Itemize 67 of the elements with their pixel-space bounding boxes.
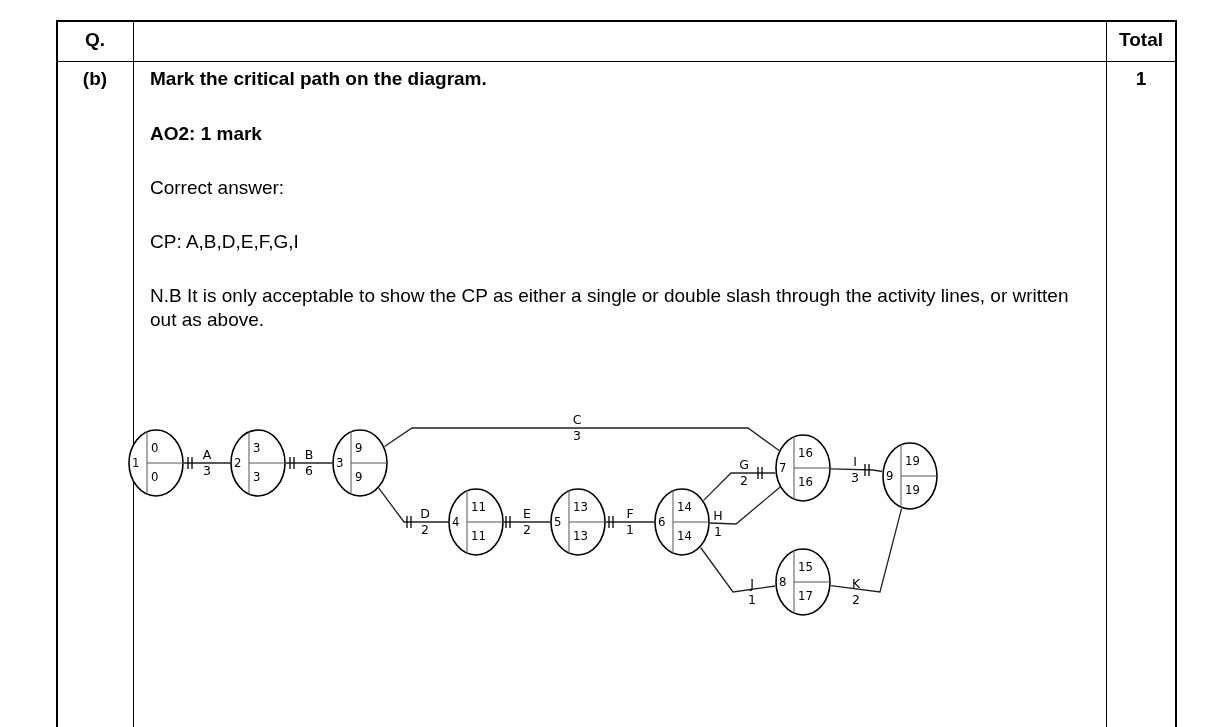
activity-label: I 3 — [851, 454, 859, 486]
activity-label: E 2 — [523, 506, 531, 538]
activity-line — [699, 546, 776, 593]
event-number: 9 — [886, 468, 894, 483]
latest-time: 17 — [798, 588, 813, 603]
event-node — [654, 488, 710, 556]
event-number: 2 — [234, 455, 242, 470]
event-node — [448, 488, 504, 556]
latest-time: 9 — [355, 469, 363, 484]
event-number: 7 — [779, 460, 787, 475]
activity-line — [605, 521, 655, 523]
event-number: 5 — [554, 514, 562, 529]
event-node — [128, 429, 184, 497]
question-text: Mark the critical path on the diagram. — [150, 67, 487, 91]
activity-label: K 2 — [851, 576, 861, 608]
latest-time: 13 — [573, 528, 588, 543]
activity-line — [503, 521, 551, 523]
column-heading: Total — [1119, 28, 1163, 52]
answer-heading: Correct answer: — [150, 176, 285, 200]
latest-time: 16 — [798, 474, 813, 489]
earliest-time: 0 — [151, 440, 159, 455]
event-number: 1 — [132, 455, 140, 470]
note-text: N.B It is only acceptable to show the CP as either a single or double slash through the activity lines, or written out as above. — [150, 284, 1070, 332]
activity-label: A 3 — [202, 447, 212, 479]
activity-label: J 1 — [748, 576, 756, 608]
event-number: 8 — [779, 574, 787, 589]
activity-label: D 2 — [420, 506, 430, 538]
activity-line — [285, 462, 333, 464]
answer-text: CP: A,B,D,E,F,G,I — [150, 230, 299, 254]
column-heading: Q. — [84, 28, 106, 52]
activity-label: G 2 — [739, 457, 749, 489]
assessment-objective: AO2: 1 mark — [150, 122, 262, 146]
earliest-time: 11 — [471, 499, 486, 514]
earliest-time: 9 — [355, 440, 363, 455]
earliest-time: 15 — [798, 559, 813, 574]
earliest-time: 16 — [798, 445, 813, 460]
latest-time: 19 — [905, 482, 920, 497]
event-number: 4 — [452, 514, 460, 529]
event-node — [882, 442, 938, 510]
earliest-time: 19 — [905, 453, 920, 468]
question-part: (b) — [82, 67, 108, 91]
event-node — [230, 429, 286, 497]
activity-line — [830, 507, 903, 593]
event-node — [775, 434, 831, 502]
mark-total: 1 — [1135, 67, 1147, 91]
earliest-time: 3 — [253, 440, 261, 455]
activity-line — [183, 462, 231, 464]
activity-line — [709, 486, 781, 525]
event-node — [775, 548, 831, 616]
event-number: 3 — [336, 455, 344, 470]
earliest-time: 14 — [677, 499, 692, 514]
activity-label: C 3 — [572, 412, 582, 444]
activity-line — [383, 427, 780, 452]
activity-line — [378, 487, 449, 523]
earliest-time: 13 — [573, 499, 588, 514]
activity-label: H 1 — [713, 508, 723, 540]
activity-line — [830, 468, 883, 473]
event-node — [332, 429, 388, 497]
activity-line — [702, 472, 776, 502]
event-node — [550, 488, 606, 556]
latest-time: 3 — [253, 469, 261, 484]
activity-label: F 1 — [626, 506, 634, 538]
latest-time: 11 — [471, 528, 486, 543]
event-number: 6 — [658, 514, 666, 529]
latest-time: 0 — [151, 469, 159, 484]
activity-label: B 6 — [304, 447, 314, 479]
latest-time: 14 — [677, 528, 692, 543]
